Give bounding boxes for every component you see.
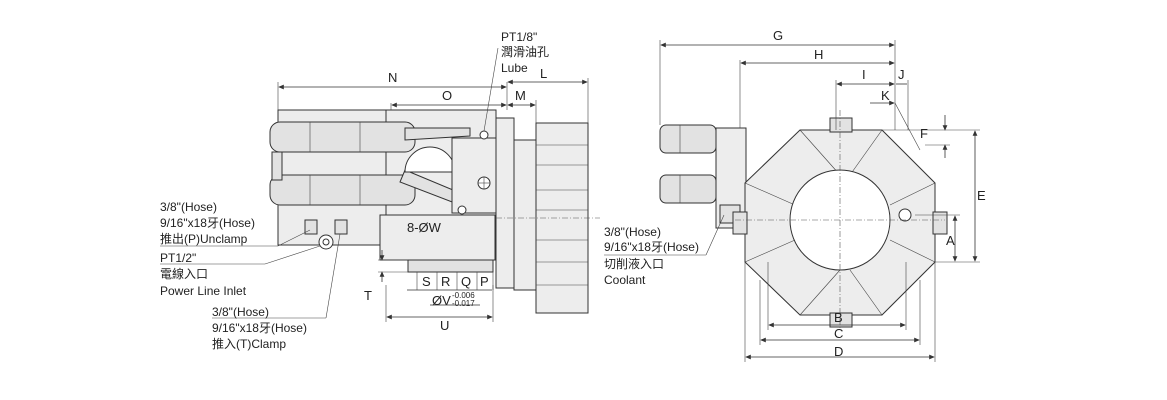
coolant-label: Coolant xyxy=(604,273,646,287)
lube-port xyxy=(479,130,489,140)
dim-L: L xyxy=(540,66,547,81)
dim-O: O xyxy=(442,88,452,103)
clamp-fitting xyxy=(334,219,348,235)
lube-label: Lube xyxy=(501,61,528,75)
unclamp-label: 推出(P)Unclamp xyxy=(160,232,248,246)
dim-V: ØV xyxy=(432,293,451,308)
dim-T: T xyxy=(364,288,372,303)
dim-N: N xyxy=(388,70,397,85)
front-view: G H I J K F E A B C D 3/8 xyxy=(604,28,986,362)
dim-B: B xyxy=(834,310,843,325)
lever-arm xyxy=(404,127,471,141)
dim-M: M xyxy=(515,88,526,103)
lower-cylinder xyxy=(269,174,416,206)
bolt-hole xyxy=(898,208,912,222)
unclamp-hose: 3/8"(Hose) xyxy=(160,200,217,214)
dim-S: S xyxy=(422,274,431,289)
base-step xyxy=(407,259,494,273)
dim-R: R xyxy=(441,274,450,289)
turret-flange xyxy=(495,117,515,289)
dim-C: C xyxy=(834,326,843,341)
dim-Q: Q xyxy=(461,274,471,289)
dim-P: P xyxy=(480,274,489,289)
mount-base xyxy=(379,214,496,261)
coolant-thread: 9/16"x18牙(Hose) xyxy=(604,240,699,254)
unclamp-thread: 9/16"x18牙(Hose) xyxy=(160,216,255,230)
dim-U: U xyxy=(440,318,449,333)
slot-top xyxy=(829,117,853,133)
dim-E: E xyxy=(977,188,986,203)
clamp-thread: 9/16"x18牙(Hose) xyxy=(212,321,307,335)
dim-K: K xyxy=(881,88,890,103)
dim-V-tol-lower: -0.017 xyxy=(452,299,475,308)
lube-plate xyxy=(451,137,498,214)
lube-size: PT1/8" xyxy=(501,30,537,44)
clamp-hose: 3/8"(Hose) xyxy=(212,305,269,319)
coolant-hose: 3/8"(Hose) xyxy=(604,225,661,239)
clamp-label: 推入(T)Clamp xyxy=(212,337,286,351)
dim-G: G xyxy=(773,28,783,43)
dim-F: F xyxy=(920,126,928,141)
upper-cylinder xyxy=(269,121,416,153)
front-lower-cylinder xyxy=(659,174,717,204)
turret-hub xyxy=(513,139,537,291)
power-size: PT1/2" xyxy=(160,251,196,265)
side-terminal xyxy=(271,151,283,181)
side-view: N O M L 8-ØW S R Q P ØV -0.006 -0.017 U xyxy=(160,30,600,351)
dim-V-tol-upper: -0.006 xyxy=(452,291,475,300)
power-label: Power Line Inlet xyxy=(160,284,247,298)
slot-right xyxy=(932,211,948,235)
dim-W: 8-ØW xyxy=(407,220,442,235)
coolant-chinese: 切削液入口 xyxy=(604,256,664,271)
dim-H: H xyxy=(814,47,823,62)
lube-chinese: 潤滑油孔 xyxy=(501,45,549,59)
dim-J: J xyxy=(898,67,905,82)
unclamp-fitting xyxy=(304,219,318,235)
front-upper-cylinder xyxy=(659,124,717,154)
slot-left xyxy=(732,211,748,235)
power-chinese: 電線入口 xyxy=(160,266,208,281)
dim-A: A xyxy=(946,233,955,248)
dim-D: D xyxy=(834,344,843,359)
dim-I: I xyxy=(862,67,866,82)
